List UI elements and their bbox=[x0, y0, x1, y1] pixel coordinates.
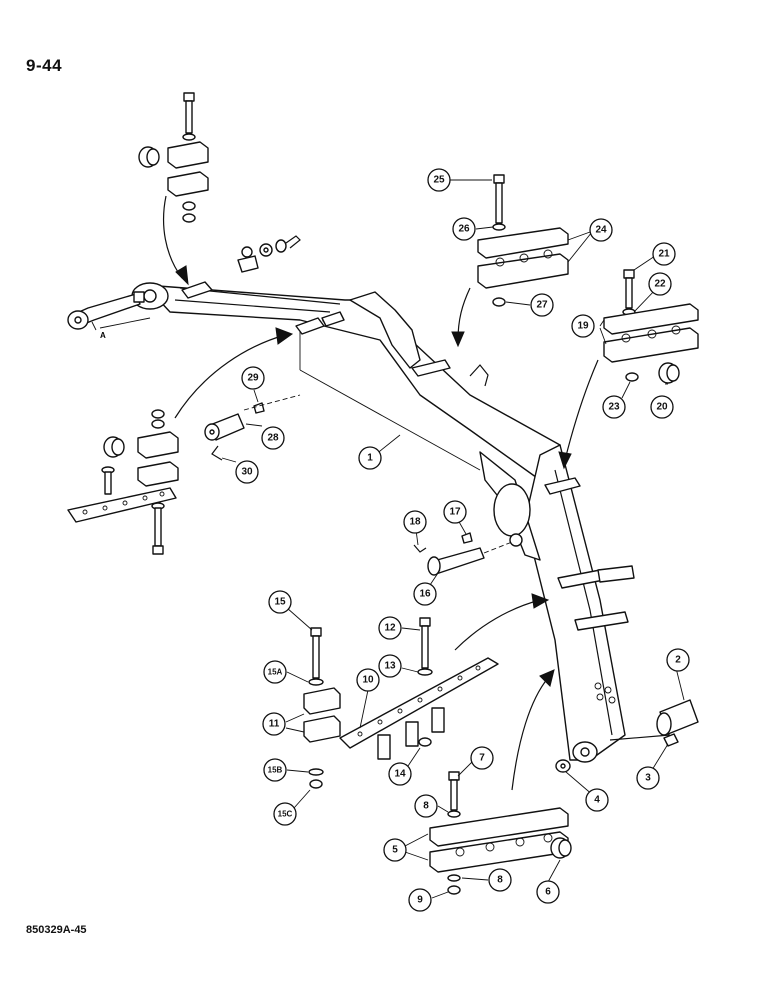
svg-text:8: 8 bbox=[423, 801, 429, 812]
callout-6: 6 bbox=[536, 880, 560, 904]
svg-text:15: 15 bbox=[274, 597, 286, 608]
svg-text:28: 28 bbox=[267, 433, 279, 444]
svg-text:20: 20 bbox=[656, 402, 668, 413]
svg-text:10: 10 bbox=[362, 675, 374, 686]
callout-30: 30 bbox=[235, 460, 259, 484]
svg-text:19: 19 bbox=[577, 321, 589, 332]
bushing-fitting-group bbox=[555, 699, 699, 773]
svg-text:26: 26 bbox=[458, 224, 470, 235]
callout-15: 15 bbox=[268, 590, 292, 614]
callout-29: 29 bbox=[241, 366, 265, 390]
callout-27: 27 bbox=[530, 293, 554, 317]
svg-text:1: 1 bbox=[367, 453, 373, 464]
view-label: A bbox=[100, 331, 106, 340]
svg-text:13: 13 bbox=[384, 661, 396, 672]
svg-text:4: 4 bbox=[594, 795, 600, 806]
svg-text:7: 7 bbox=[479, 753, 485, 764]
svg-text:15A: 15A bbox=[268, 668, 283, 677]
top-clamp-assembly bbox=[138, 92, 209, 286]
boom-top-hardware bbox=[181, 235, 345, 335]
callout-11: 11 bbox=[262, 712, 286, 736]
callout-4: 4 bbox=[585, 788, 609, 812]
callout-19: 19 bbox=[571, 314, 595, 338]
svg-text:8: 8 bbox=[497, 875, 503, 886]
boom bbox=[131, 282, 671, 763]
callouts: 1 2 3 4 5 6 7 8 8 9 10 11 12 13 14 15 15… bbox=[235, 168, 690, 912]
callout-16: 16 bbox=[413, 582, 437, 606]
callout-22: 22 bbox=[648, 272, 672, 296]
callout-13: 13 bbox=[378, 654, 402, 678]
callout-10: 10 bbox=[356, 668, 380, 692]
svg-text:29: 29 bbox=[247, 373, 259, 384]
callout-24: 24 bbox=[589, 218, 613, 242]
callout-15b: 15B bbox=[263, 758, 287, 782]
callout-12: 12 bbox=[378, 616, 402, 640]
callout-7: 7 bbox=[470, 746, 494, 770]
callout-20: 20 bbox=[650, 395, 674, 419]
svg-text:12: 12 bbox=[384, 623, 396, 634]
callout-28: 28 bbox=[261, 426, 285, 450]
svg-text:14: 14 bbox=[394, 769, 406, 780]
svg-text:27: 27 bbox=[536, 300, 548, 311]
callout-18: 18 bbox=[403, 510, 427, 534]
callout-23: 23 bbox=[602, 395, 626, 419]
page-number: 9-44 bbox=[26, 56, 63, 75]
leader-lines bbox=[221, 179, 685, 899]
callout-9: 9 bbox=[408, 888, 432, 912]
svg-text:22: 22 bbox=[654, 279, 666, 290]
svg-text:21: 21 bbox=[658, 249, 670, 260]
callout-8-lower: 8 bbox=[488, 868, 512, 892]
svg-text:6: 6 bbox=[545, 887, 551, 898]
callout-15c: 15C bbox=[273, 802, 297, 826]
left-pin-view-a: A bbox=[67, 291, 151, 340]
callout-26: 26 bbox=[452, 217, 476, 241]
left-lower-clamp-assembly bbox=[67, 327, 294, 555]
callout-25: 25 bbox=[427, 168, 451, 192]
svg-text:15C: 15C bbox=[278, 810, 293, 819]
svg-text:5: 5 bbox=[392, 845, 398, 856]
callout-15a: 15A bbox=[263, 660, 287, 684]
lower-plate-assembly bbox=[303, 593, 550, 789]
svg-text:25: 25 bbox=[433, 175, 445, 186]
callout-3: 3 bbox=[636, 766, 660, 790]
svg-text:15B: 15B bbox=[268, 766, 283, 775]
svg-text:18: 18 bbox=[409, 517, 421, 528]
pin-16-group bbox=[413, 532, 513, 576]
callout-14: 14 bbox=[388, 762, 412, 786]
svg-text:30: 30 bbox=[241, 467, 253, 478]
right-clamp-assembly bbox=[558, 269, 699, 470]
pin-28-group bbox=[204, 394, 301, 461]
svg-text:16: 16 bbox=[419, 589, 431, 600]
svg-text:17: 17 bbox=[449, 507, 461, 518]
svg-text:3: 3 bbox=[645, 773, 651, 784]
center-clamp-assembly bbox=[451, 174, 569, 348]
callout-1: 1 bbox=[358, 446, 382, 470]
svg-text:24: 24 bbox=[595, 225, 607, 236]
svg-text:23: 23 bbox=[608, 402, 620, 413]
svg-text:11: 11 bbox=[269, 719, 280, 730]
callout-2: 2 bbox=[666, 648, 690, 672]
svg-text:2: 2 bbox=[675, 655, 681, 666]
callout-8-upper: 8 bbox=[414, 794, 438, 818]
drawing-code: 850329A-45 bbox=[26, 924, 87, 936]
callout-21: 21 bbox=[652, 242, 676, 266]
callout-17: 17 bbox=[443, 500, 467, 524]
lower-right-clamp-assembly bbox=[429, 669, 572, 895]
svg-text:9: 9 bbox=[417, 895, 423, 906]
callout-5: 5 bbox=[383, 838, 407, 862]
